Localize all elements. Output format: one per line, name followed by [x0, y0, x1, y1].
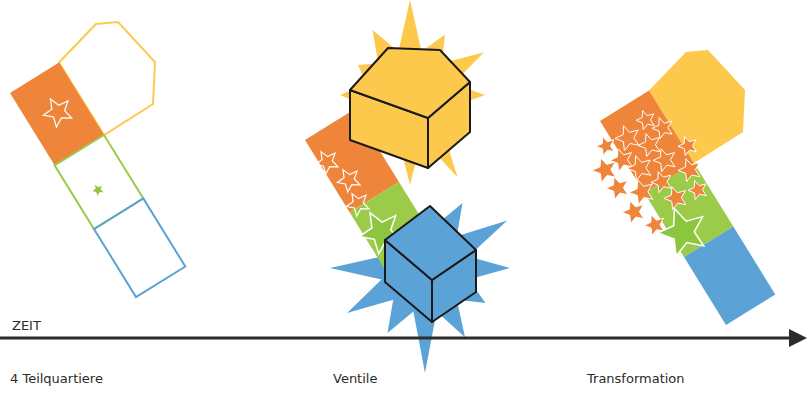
- axis-arrowhead: [789, 329, 807, 347]
- yellow-box-top: [350, 48, 470, 118]
- star-symbol: [333, 164, 364, 194]
- star-symbol: [661, 183, 690, 211]
- star-symbol: [650, 145, 679, 173]
- star-symbol: [675, 155, 704, 183]
- star-symbol: [676, 133, 700, 157]
- blue-starburst: [330, 203, 510, 373]
- transformation-group: [589, 50, 775, 325]
- district-outline-group: [10, 22, 185, 297]
- stage-label: Transformation: [587, 371, 685, 387]
- star-symbol: [649, 114, 675, 140]
- star-symbol: [686, 177, 710, 201]
- stage-label: 4 Teilquartiere: [10, 371, 103, 387]
- star-symbol: [594, 133, 618, 157]
- star-symbol: [624, 152, 655, 183]
- star-symbol: [652, 200, 712, 259]
- star-symbol: [311, 146, 342, 176]
- star-symbol: [603, 173, 632, 201]
- star-cluster: [589, 107, 710, 237]
- star-symbol: [619, 197, 648, 225]
- star-symbol: [89, 181, 107, 199]
- valve-group: [305, 0, 510, 373]
- star-symbol: [648, 168, 674, 194]
- star-symbol: [612, 122, 643, 153]
- time-axis: [0, 337, 792, 340]
- blue-district: [94, 199, 185, 298]
- star-symbol: [38, 92, 76, 130]
- green-district: [55, 135, 144, 229]
- axis-label: ZEIT: [12, 318, 41, 334]
- star-symbol: [342, 188, 373, 218]
- orange-district: [10, 63, 104, 166]
- stage-label: Ventile: [333, 371, 377, 387]
- blue-box-top: [385, 206, 476, 280]
- star-symbol: [634, 107, 658, 131]
